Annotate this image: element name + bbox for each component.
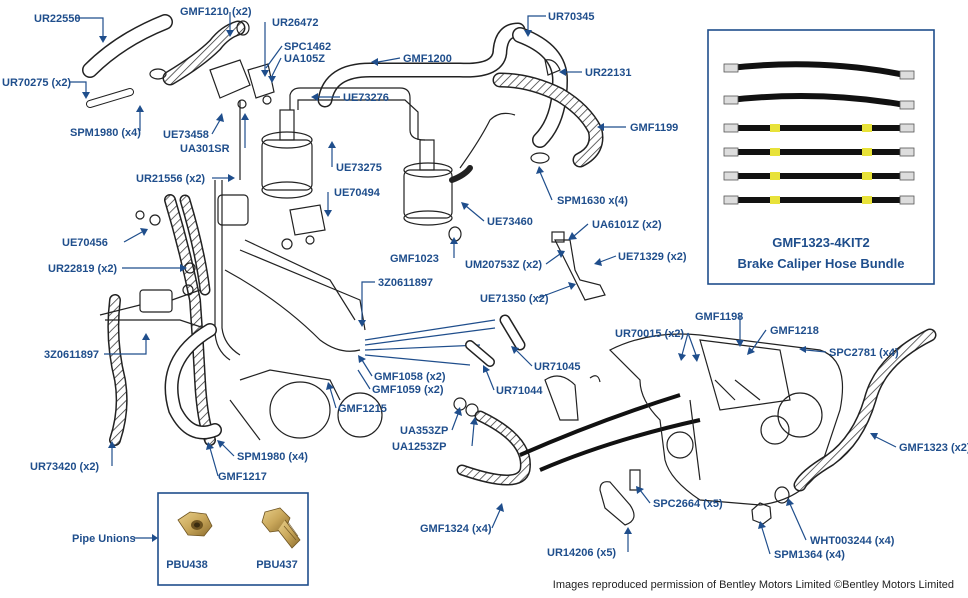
label-ue73275: UE73275 bbox=[336, 162, 382, 174]
label-gmf1058: GMF1058 (x2) bbox=[374, 371, 446, 383]
label-gmf1218: GMF1218 bbox=[770, 325, 819, 337]
kit-title: GMF1323-4KIT2 bbox=[772, 235, 870, 250]
label-ur22819: UR22819 (x2) bbox=[48, 263, 117, 275]
label-ur21556: UR21556 (x2) bbox=[136, 173, 205, 185]
label-ur22550: UR22550 bbox=[34, 13, 80, 25]
label-ue73460: UE73460 bbox=[487, 216, 533, 228]
line-art bbox=[82, 14, 937, 526]
label-ur70015: UR70015 (x2) bbox=[615, 328, 684, 340]
label-gmf1217: GMF1217 bbox=[218, 471, 267, 483]
label-spm1630: SPM1630 x(4) bbox=[557, 195, 628, 207]
label-ur73420: UR73420 (x2) bbox=[30, 461, 99, 473]
label-ue71350: UE71350 (x2) bbox=[480, 293, 549, 305]
label-ur14206: UR14206 (x5) bbox=[547, 547, 616, 559]
label-gmf1200: GMF1200 bbox=[403, 53, 452, 65]
kit-subtitle: Brake Caliper Hose Bundle bbox=[738, 256, 905, 271]
label-ur26472: UR26472 bbox=[272, 17, 318, 29]
label-spm1980-top: SPM1980 (x4) bbox=[70, 127, 141, 139]
label-spc2664: SPC2664 (x5) bbox=[653, 498, 723, 510]
label-spc1462: SPC1462 bbox=[284, 41, 331, 53]
pbu438-label: PBU438 bbox=[166, 559, 208, 571]
label-gmf1324: GMF1324 (x4) bbox=[420, 523, 492, 535]
label-3z0611897-upper: 3Z0611897 bbox=[378, 277, 433, 289]
label-ue73458: UE73458 bbox=[163, 129, 209, 141]
label-ur70345: UR70345 bbox=[548, 11, 594, 23]
pipe-unions-label: Pipe Unions bbox=[72, 533, 136, 545]
part-labels: UR22550 GMF1210 (x2) UR26472 SPC1462 UA1… bbox=[2, 6, 968, 561]
label-ue71329: UE71329 (x2) bbox=[618, 251, 687, 263]
label-3z0611897-lower: 3Z0611897 bbox=[44, 349, 99, 361]
label-gmf1215: GMF1215 bbox=[338, 403, 387, 415]
pbu438-image bbox=[177, 511, 213, 537]
pbu437-image bbox=[261, 507, 301, 549]
label-gmf1023: GMF1023 bbox=[390, 253, 439, 265]
kit-box: GMF1323-4KIT2 Brake Caliper Hose Bundle bbox=[707, 29, 935, 285]
pbu437-label: PBU437 bbox=[256, 559, 298, 571]
label-gmf1059: GMF1059 (x2) bbox=[372, 384, 444, 396]
label-ue70494: UE70494 bbox=[334, 187, 381, 199]
label-ue73276: UE73276 bbox=[343, 92, 389, 104]
label-ur71044: UR71044 bbox=[496, 385, 543, 397]
label-ua353zp: UA353ZP bbox=[400, 425, 448, 437]
unions-box: PBU438 PBU437 bbox=[157, 492, 309, 586]
label-spc2781: SPC2781 (x4) bbox=[829, 347, 899, 359]
label-gmf1199: GMF1199 bbox=[630, 122, 678, 134]
label-ue70456: UE70456 bbox=[62, 237, 108, 249]
label-ur71045: UR71045 bbox=[534, 361, 580, 373]
label-ua301sr: UA301SR bbox=[180, 143, 230, 155]
label-spm1980-bottom: SPM1980 (x4) bbox=[237, 451, 308, 463]
leader-lines bbox=[70, 12, 897, 555]
label-wht003244: WHT003244 (x4) bbox=[810, 535, 895, 547]
label-um20753z: UM20753Z (x2) bbox=[465, 259, 542, 271]
label-ua105z: UA105Z bbox=[284, 53, 325, 65]
credit-text: Images reproduced permission of Bentley … bbox=[553, 579, 954, 591]
label-spm1364: SPM1364 (x4) bbox=[774, 549, 845, 561]
label-ua6101z: UA6101Z (x2) bbox=[592, 219, 662, 231]
label-ur70275: UR70275 (x2) bbox=[2, 77, 71, 89]
kit-hoses bbox=[723, 61, 915, 205]
label-gmf1323: GMF1323 (x2) bbox=[899, 442, 968, 454]
label-ur22131: UR22131 bbox=[585, 67, 631, 79]
label-gmf1210: GMF1210 (x2) bbox=[180, 6, 252, 18]
label-ua1253zp: UA1253ZP bbox=[392, 441, 446, 453]
label-gmf1198: GMF1198 bbox=[695, 311, 743, 323]
